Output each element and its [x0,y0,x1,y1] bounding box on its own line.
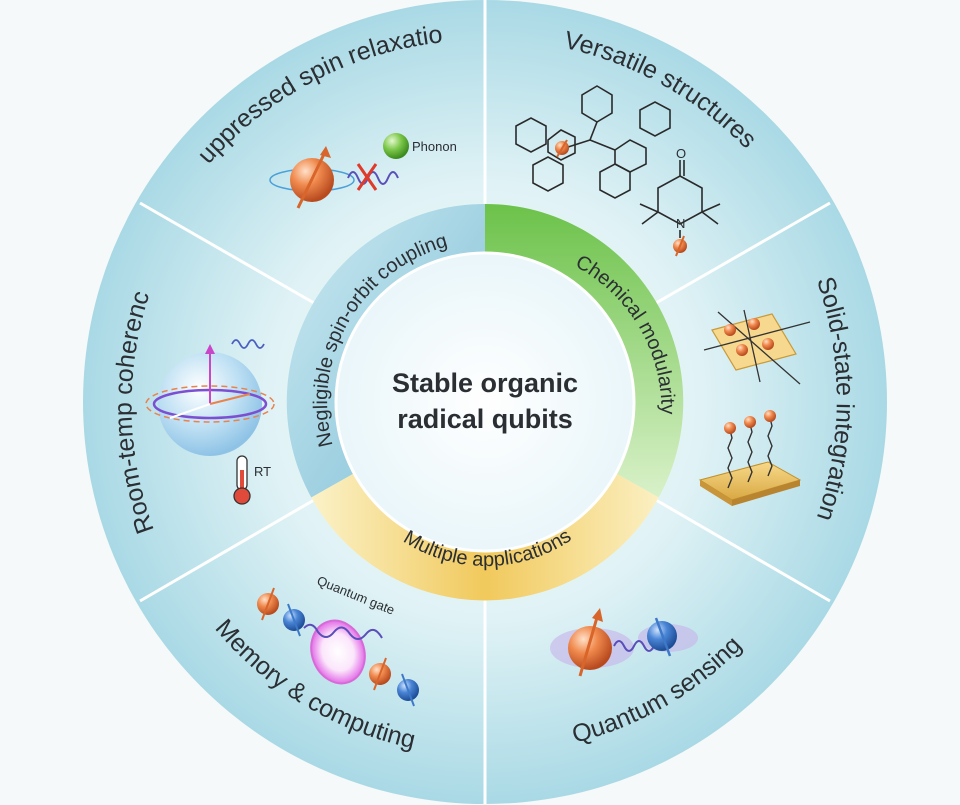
tempo-molecule-icon: O N [639,146,721,257]
surface-monolayer-icon [698,410,802,506]
molecule-illustration: O N [515,85,721,257]
center-title-line1: Stable organic [392,368,578,398]
phonon-wave-icon [347,171,399,185]
precession-orbit-2 [145,385,275,423]
coherence-illustration: RT [145,339,275,505]
block-cross-icon-2 [356,163,378,191]
oxygen-label: O [676,146,686,161]
phonon-ball-icon [383,133,409,159]
lattice-icon [703,309,811,385]
sensing-wave-icon [613,640,655,652]
solid-state-illustration [698,309,811,506]
sensor-spin-icon [568,626,612,670]
sensing-illustration [550,608,698,677]
segment-dividers [139,0,831,804]
rt-label: RT [254,464,271,479]
gate-wave-icon [303,623,383,640]
spin-arrow-head-icon [320,146,331,158]
nitrogen-label: N [676,216,685,231]
phonon-label: Phonon [412,139,457,154]
spin-relaxation-illustration: Phonon [269,133,457,209]
trityl-molecule-icon [515,85,671,199]
center-title-line2: radical qubits [397,404,573,434]
thermometer-icon [233,455,251,505]
center-disc [334,251,636,553]
spin-arrow-icon [296,149,328,209]
ring-arc-yellow [311,473,659,601]
microwave-wave-icon [231,339,265,349]
